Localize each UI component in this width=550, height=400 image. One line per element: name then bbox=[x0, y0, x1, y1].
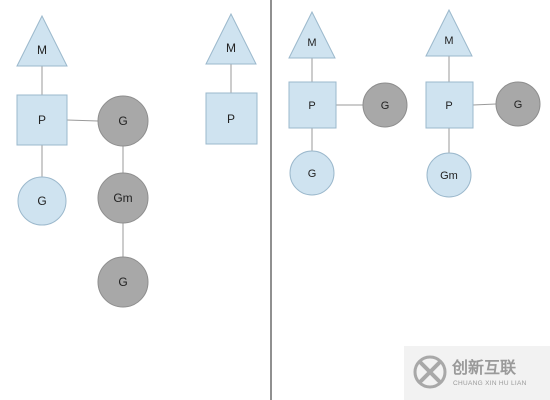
gm-label: Gm bbox=[113, 191, 132, 205]
running-g-label: G bbox=[381, 100, 390, 112]
right-group-1: M P G G bbox=[288, 10, 408, 196]
processor-p-box bbox=[205, 92, 258, 145]
lower-g-label: G bbox=[118, 275, 127, 289]
processor-p-box bbox=[16, 94, 68, 146]
processor-p-box bbox=[425, 81, 474, 129]
lower-goroutine-g-circle bbox=[97, 256, 149, 308]
left-group-1: M P G G Gm G bbox=[16, 14, 149, 308]
p-label: P bbox=[445, 100, 452, 112]
edge-p-running-g bbox=[472, 103, 497, 106]
m-label: M bbox=[226, 41, 236, 55]
m-label: M bbox=[444, 35, 453, 47]
watermark: 创新互联 CHUANG XIN HU LIAN bbox=[404, 346, 550, 400]
running-g-label: G bbox=[514, 99, 523, 111]
local-goroutine-g-circle bbox=[289, 150, 335, 196]
m-label: M bbox=[307, 37, 316, 49]
p-label: P bbox=[38, 113, 46, 127]
processor-p-box bbox=[288, 81, 337, 129]
watermark-brand-en: CHUANG XIN HU LIAN bbox=[453, 380, 527, 387]
running-goroutine-g-circle bbox=[362, 82, 408, 128]
brand-logo-icon bbox=[413, 355, 447, 389]
machine-m-triangle bbox=[425, 8, 473, 57]
machine-m-triangle bbox=[205, 12, 257, 65]
machine-m-triangle bbox=[16, 14, 68, 67]
gm-goroutine-circle bbox=[426, 152, 472, 198]
p-label: P bbox=[227, 112, 235, 126]
local-g-label: G bbox=[308, 168, 317, 180]
gm-goroutine-circle bbox=[97, 172, 149, 224]
m-label: M bbox=[37, 43, 47, 57]
p-label: P bbox=[308, 100, 315, 112]
right-group-2: M P G Gm bbox=[425, 8, 541, 198]
local-g-label: G bbox=[37, 194, 46, 208]
local-goroutine-g-circle bbox=[17, 176, 67, 226]
running-g-label: G bbox=[118, 114, 127, 128]
left-group-2: M P bbox=[205, 12, 258, 145]
gm-label: Gm bbox=[440, 170, 458, 182]
edge-p-running-g bbox=[66, 119, 99, 122]
watermark-brand-cn: 创新互联 bbox=[451, 358, 516, 377]
running-goroutine-g-circle bbox=[495, 81, 541, 127]
running-goroutine-g-circle bbox=[97, 95, 149, 147]
machine-m-triangle bbox=[288, 10, 336, 59]
